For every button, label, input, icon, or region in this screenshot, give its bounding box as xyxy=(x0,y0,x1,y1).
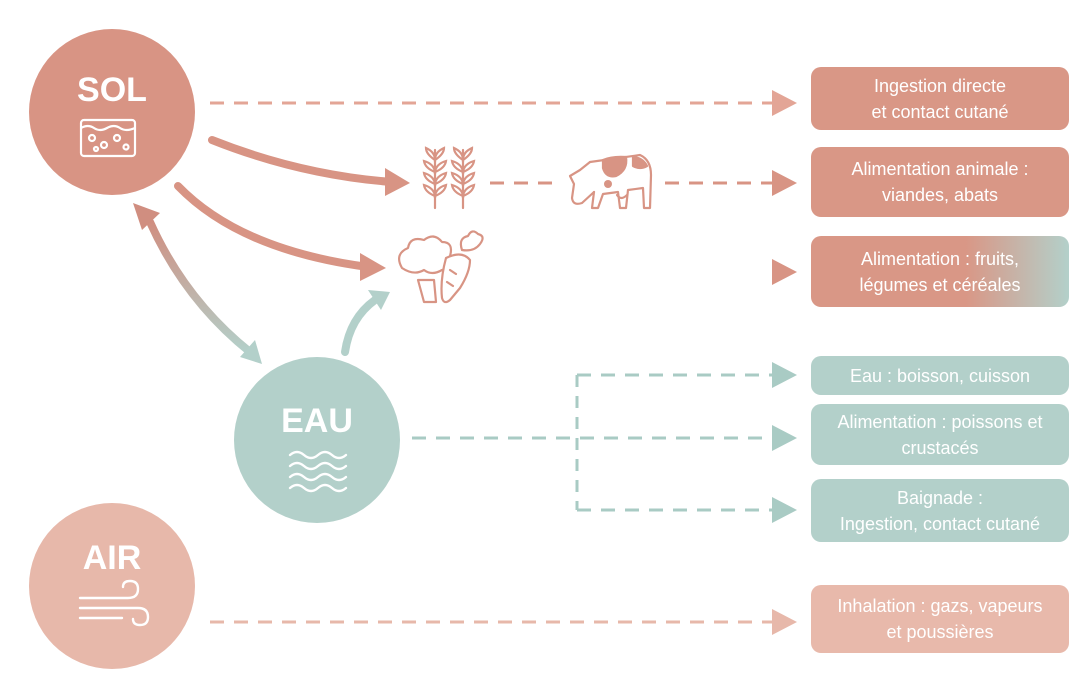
eau-label: EAU xyxy=(281,402,353,440)
wheat-icon xyxy=(422,146,476,210)
box-alimentation-animale: Alimentation animale : viandes, abats xyxy=(811,147,1069,217)
box-line: Baignade : xyxy=(896,487,984,508)
sol-label: SOL xyxy=(77,71,147,109)
connector-eau-branches xyxy=(412,362,797,523)
wind-icon xyxy=(78,579,150,627)
arrow-sol-wheat xyxy=(208,136,410,196)
soil-icon xyxy=(79,118,137,158)
connector-cow-animal xyxy=(665,170,797,196)
arrow-sol-eau xyxy=(133,203,262,364)
connector-air-inhalation xyxy=(210,609,797,635)
sol-node: SOL xyxy=(29,29,195,195)
air-node: AIR xyxy=(29,503,195,669)
box-line: Ingestion directe xyxy=(873,75,1007,96)
arrow-sol-vegetables xyxy=(174,182,386,281)
box-line: Inhalation : gazs, vapeurs xyxy=(837,596,1043,616)
box-line: et contact cutané xyxy=(871,101,1009,122)
cow-icon xyxy=(568,153,653,210)
box-line: légumes et céréales xyxy=(859,274,1021,295)
box-ingestion-directe: Ingestion directe et contact cutané xyxy=(811,67,1069,130)
air-label: AIR xyxy=(83,539,142,577)
box-alimentation-poissons: Alimentation : poissons et crustacés xyxy=(811,404,1069,465)
vegetables-icon xyxy=(397,230,484,304)
box-line: viandes, abats xyxy=(881,185,999,205)
box-line: Ingestion, contact cutané xyxy=(839,513,1041,534)
box-baignade: Baignade : Ingestion, contact cutané xyxy=(811,479,1069,542)
box-alimentation-fruits: Alimentation : fruits, légumes et céréale… xyxy=(811,236,1069,307)
box-line: Alimentation : fruits, xyxy=(860,248,1020,269)
eau-node: EAU xyxy=(234,357,400,523)
box-line: Eau : boisson, cuisson xyxy=(849,365,1031,386)
water-waves-icon xyxy=(288,450,348,493)
box-line: Alimentation : poissons et xyxy=(837,411,1043,432)
box-line: crustacés xyxy=(901,437,979,458)
connector-vegetables-fruits xyxy=(480,259,797,285)
box-inhalation: Inhalation : gazs, vapeurs et poussières xyxy=(811,585,1069,653)
arrow-eau-vegetables xyxy=(341,290,390,356)
box-line: Alimentation animale : xyxy=(851,159,1029,179)
box-line: et poussières xyxy=(886,622,994,642)
box-eau-boisson: Eau : boisson, cuisson xyxy=(811,356,1069,395)
connector-sol-ingestion xyxy=(210,90,797,116)
